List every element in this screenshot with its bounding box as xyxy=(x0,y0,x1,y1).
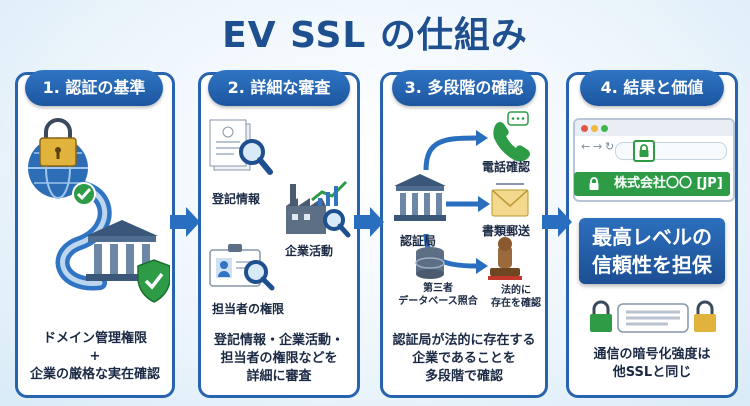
third-party-label: 第三者 データベース照合 xyxy=(398,283,478,307)
address-lock-icon xyxy=(633,140,655,162)
ev-company-bar: 株式会社〇〇 [JP] xyxy=(574,172,730,196)
step3-caption: 認証局が法的に存在する 企業であることを 多段階で確認 xyxy=(392,333,536,384)
back-icon: ← xyxy=(581,140,591,153)
close-dot-icon xyxy=(581,125,588,132)
step1-header: 1. 認証の基準 xyxy=(25,70,163,106)
step3-panel xyxy=(380,72,548,398)
mail-label: 書類郵送 xyxy=(482,224,531,238)
arrow-right-icon xyxy=(542,207,572,237)
lock-icon xyxy=(589,177,599,190)
step1-caption: ドメイン管理権限 + 企業の厳格な実在確認 xyxy=(29,331,160,382)
globe-lock-chain-illustration xyxy=(28,118,170,303)
forward-icon: → xyxy=(593,140,603,153)
step4-header: 4. 結果と価値 xyxy=(580,70,724,106)
step4-caption: 通信の暗号化強度は 他SSLと同じ xyxy=(593,347,711,380)
arrow-right-icon xyxy=(170,207,200,237)
maximize-dot-icon xyxy=(601,125,608,132)
registry-document-magnifier-icon xyxy=(209,119,273,175)
registry-label: 登記情報 xyxy=(212,192,261,206)
step2-header: 2. 詳細な審査 xyxy=(208,70,350,106)
encryption-locks-icon xyxy=(590,300,716,333)
reload-icon: ↻ xyxy=(605,140,615,153)
ca-label: 認証局 xyxy=(400,234,437,248)
factory-chart-icon xyxy=(286,180,351,238)
address-bar xyxy=(615,142,727,160)
company-name: 株式会社〇〇 [JP] xyxy=(614,176,723,191)
step3-header: 3. 多段階の確認 xyxy=(392,70,536,106)
verification-flow-illustration xyxy=(394,111,530,280)
authority-label: 担当者の権限 xyxy=(212,302,285,316)
phone-label: 電話確認 xyxy=(482,160,531,174)
id-card-magnifier-icon xyxy=(209,244,275,291)
page-title: EV SSL の仕組み xyxy=(222,15,528,56)
browser-titlebar xyxy=(575,120,733,136)
trust-badge: 最高レベルの 信頼性を担保 xyxy=(579,218,725,284)
minimize-dot-icon xyxy=(591,125,598,132)
step2-caption: 登記情報・企業活動・ 担当者の権限などを 詳細に審査 xyxy=(213,333,344,384)
legal-label: 法的に 存在を確認 xyxy=(491,285,541,309)
business-label: 企業活動 xyxy=(285,244,334,258)
arrow-right-icon xyxy=(354,207,384,237)
